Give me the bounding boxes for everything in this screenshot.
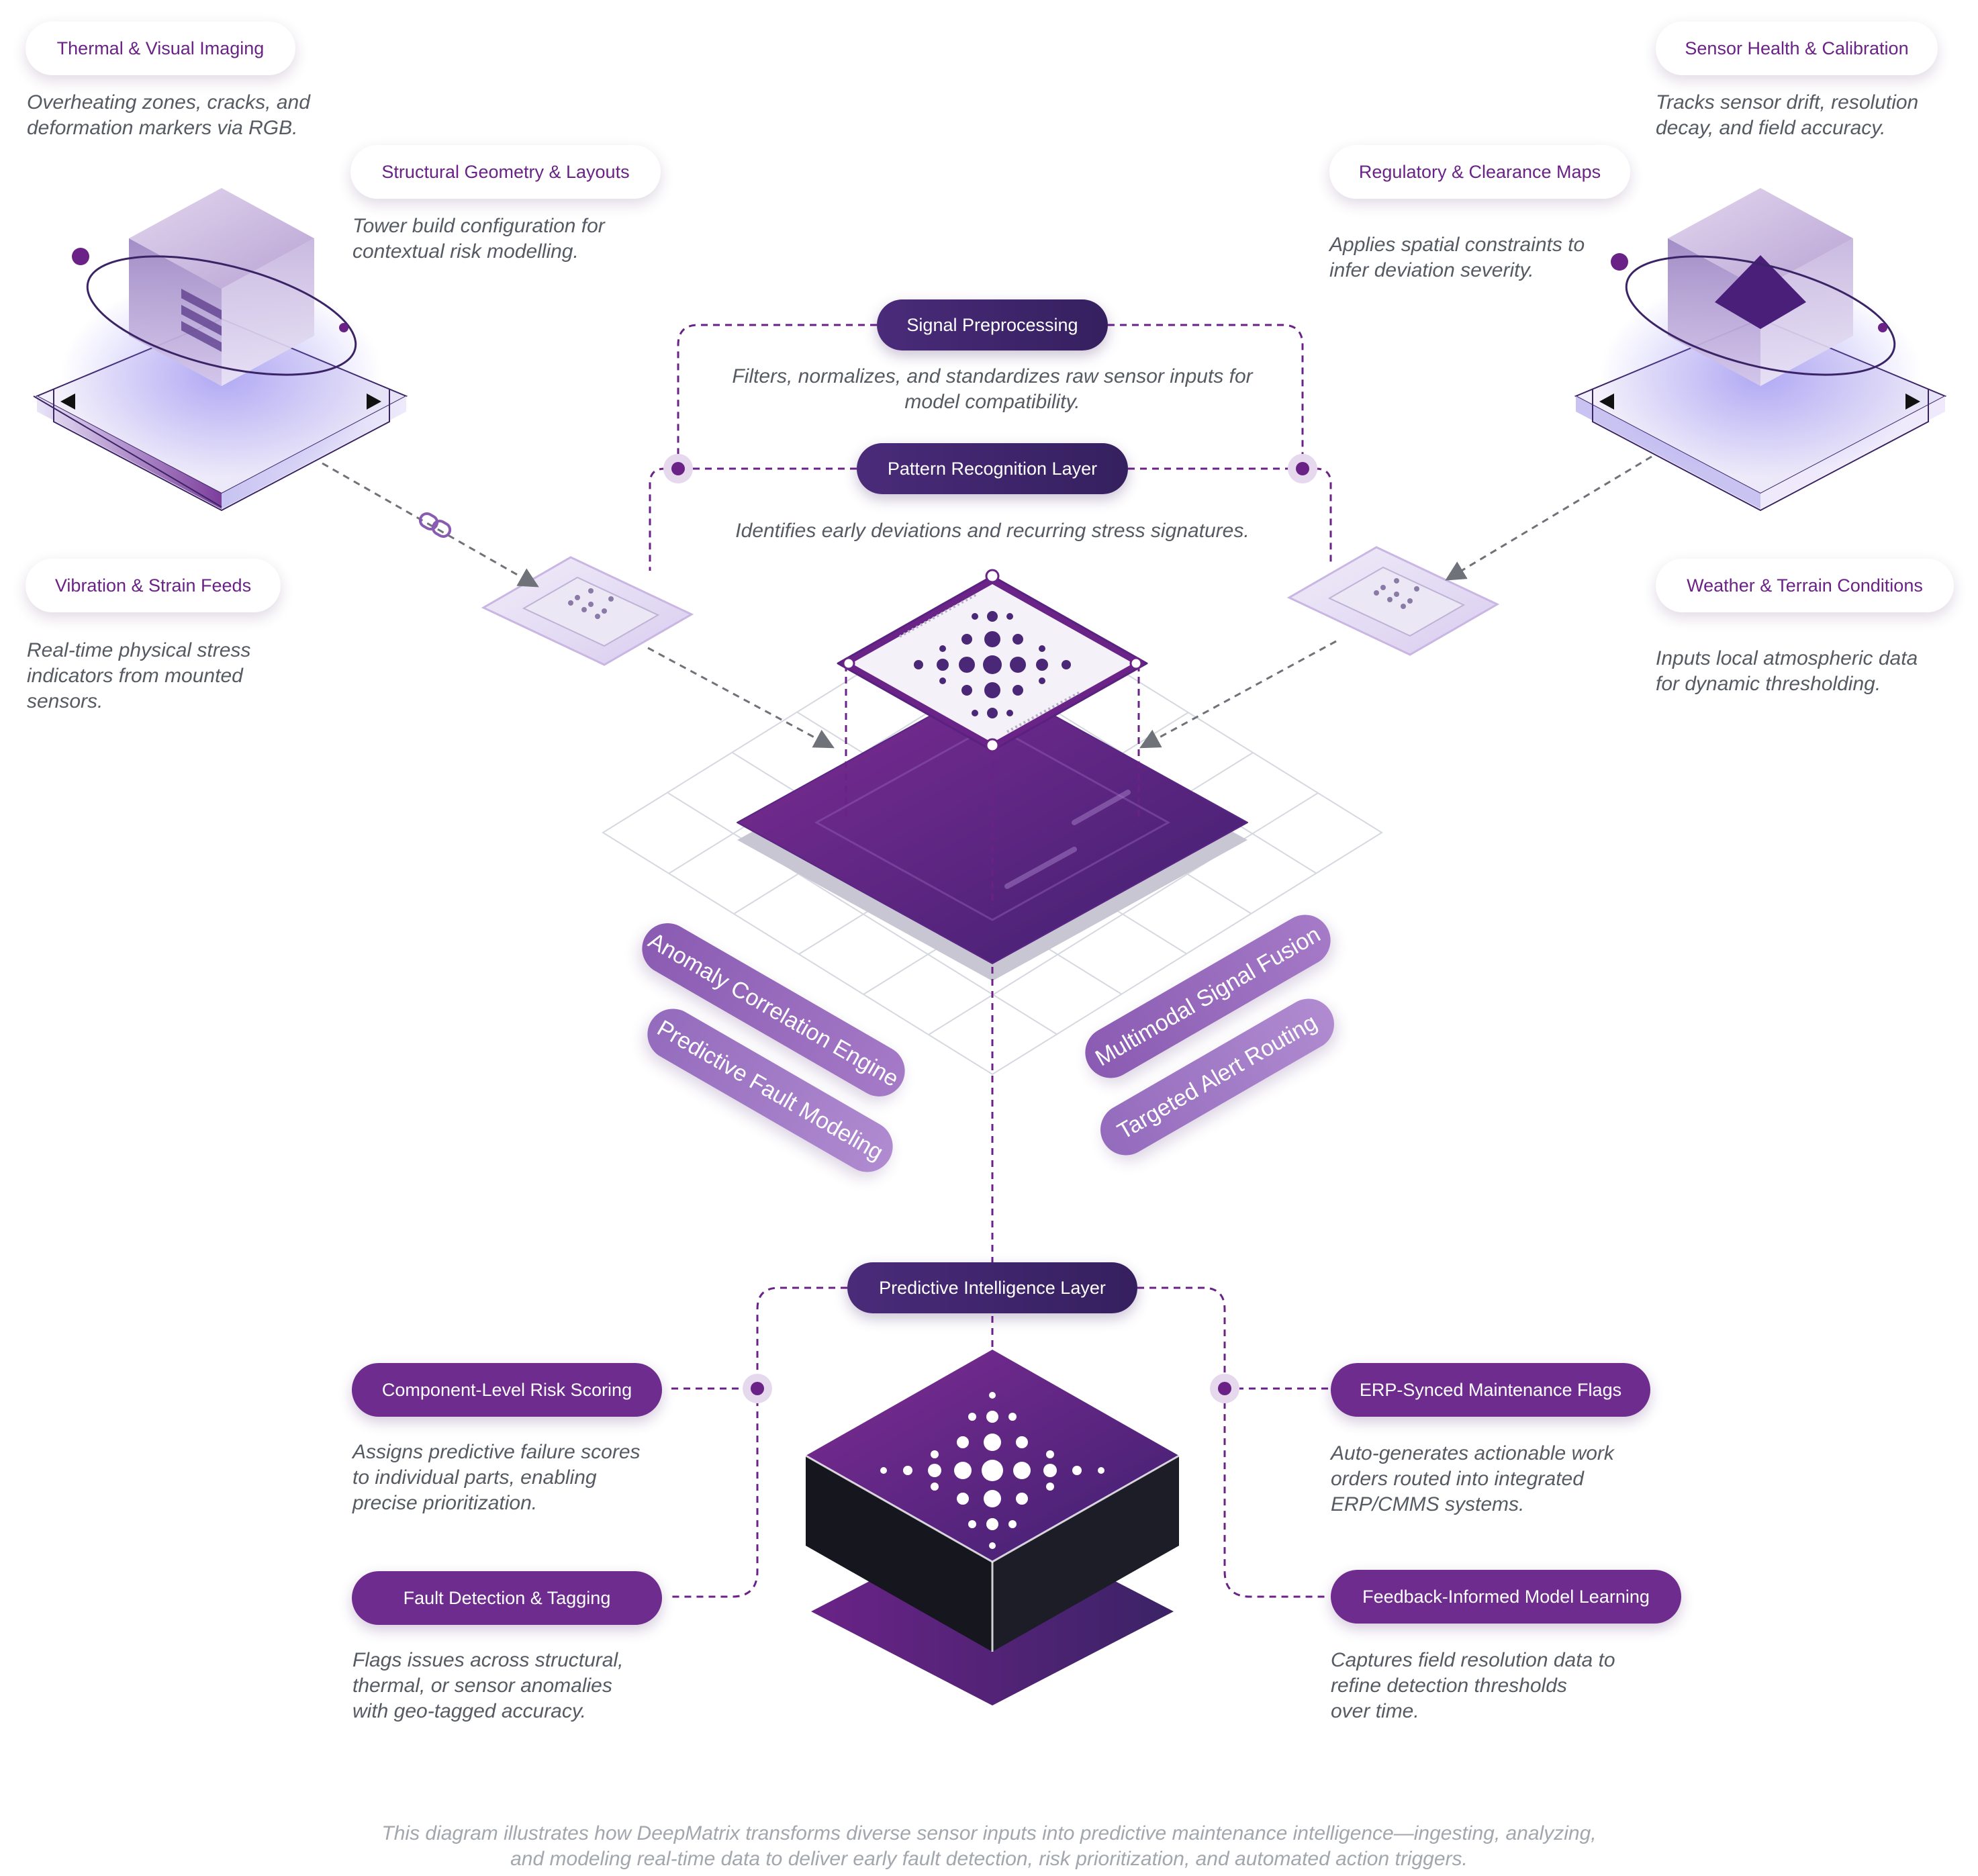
processing-connectors bbox=[649, 324, 1332, 1598]
sensor-health-label: Sensor Health & Calibration bbox=[1656, 21, 1938, 75]
sensor-health-module bbox=[1574, 188, 1947, 512]
vibration-strain-label: Vibration & Strain Feeds bbox=[26, 559, 281, 612]
signal-preprocessing-label: Signal Preprocessing bbox=[877, 299, 1108, 350]
component-risk-scoring-label: Component-Level Risk Scoring bbox=[352, 1363, 662, 1417]
thermal-visual-imaging-label: Thermal & Visual Imaging bbox=[26, 21, 295, 75]
erp-maintenance-flags-label: ERP-Synced Maintenance Flags bbox=[1331, 1363, 1650, 1417]
predictive-intelligence-label: Predictive Intelligence Layer bbox=[847, 1262, 1137, 1313]
floating-processor-chip bbox=[837, 569, 1148, 753]
intelligence-cube bbox=[805, 1350, 1180, 1705]
structural-geometry-label: Structural Geometry & Layouts bbox=[350, 145, 661, 199]
weather-terrain-label: Weather & Terrain Conditions bbox=[1656, 559, 1954, 612]
regulatory-clearance-label: Regulatory & Clearance Maps bbox=[1329, 145, 1630, 199]
flow-arrows bbox=[322, 455, 1652, 749]
right-sensor-chip bbox=[1286, 546, 1500, 656]
diagram-caption: This diagram illustrates how DeepMatrix … bbox=[381, 1822, 1597, 1870]
link-icon bbox=[418, 512, 452, 538]
fault-detection-tagging-label: Fault Detection & Tagging bbox=[352, 1571, 662, 1625]
connector-nodes bbox=[663, 454, 1317, 1403]
signal-preprocessing-desc: Filters, normalizes, and standardizes ra… bbox=[732, 365, 1253, 413]
pattern-recognition-desc: Identifies early deviations and recurrin… bbox=[735, 520, 1250, 542]
pattern-recognition-label: Pattern Recognition Layer bbox=[857, 443, 1128, 494]
platform-supports bbox=[845, 665, 1140, 906]
feedback-model-learning-label: Feedback-Informed Model Learning bbox=[1331, 1570, 1681, 1624]
thermal-imaging-module bbox=[33, 188, 408, 512]
fault-detection-tagging-desc: Flags issues across structural,thermal, … bbox=[352, 1649, 624, 1722]
